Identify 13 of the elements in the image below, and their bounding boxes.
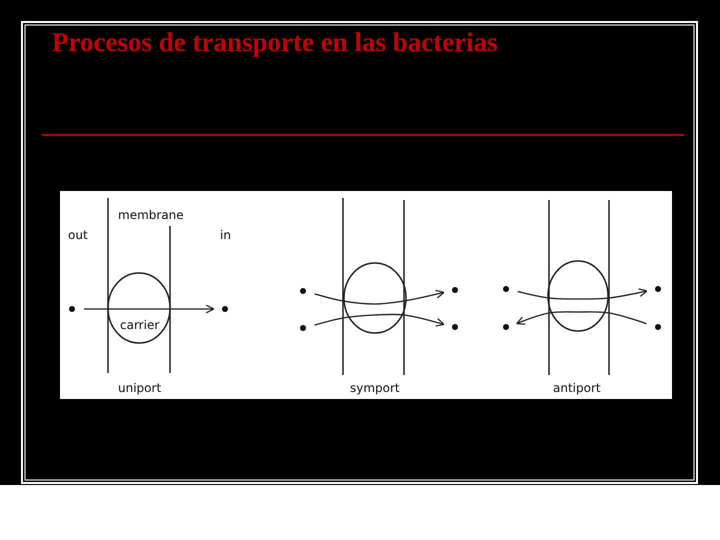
region-label: in — [220, 228, 231, 242]
diagram-caption: antiport — [553, 381, 601, 395]
transport-arrow — [516, 311, 647, 325]
diagram-caption: uniport — [118, 381, 162, 395]
transport-arrow — [314, 290, 445, 305]
transport-arrow — [84, 304, 214, 314]
transport-arrow — [314, 314, 445, 327]
transport-arrow — [518, 288, 648, 300]
region-label: out — [68, 228, 88, 242]
diagram-caption: symport — [350, 381, 400, 395]
region-label: membrane — [118, 208, 184, 222]
carrier-label: carrier — [120, 318, 160, 332]
slide-title: Procesos de transporte en las bacterias — [52, 27, 498, 58]
